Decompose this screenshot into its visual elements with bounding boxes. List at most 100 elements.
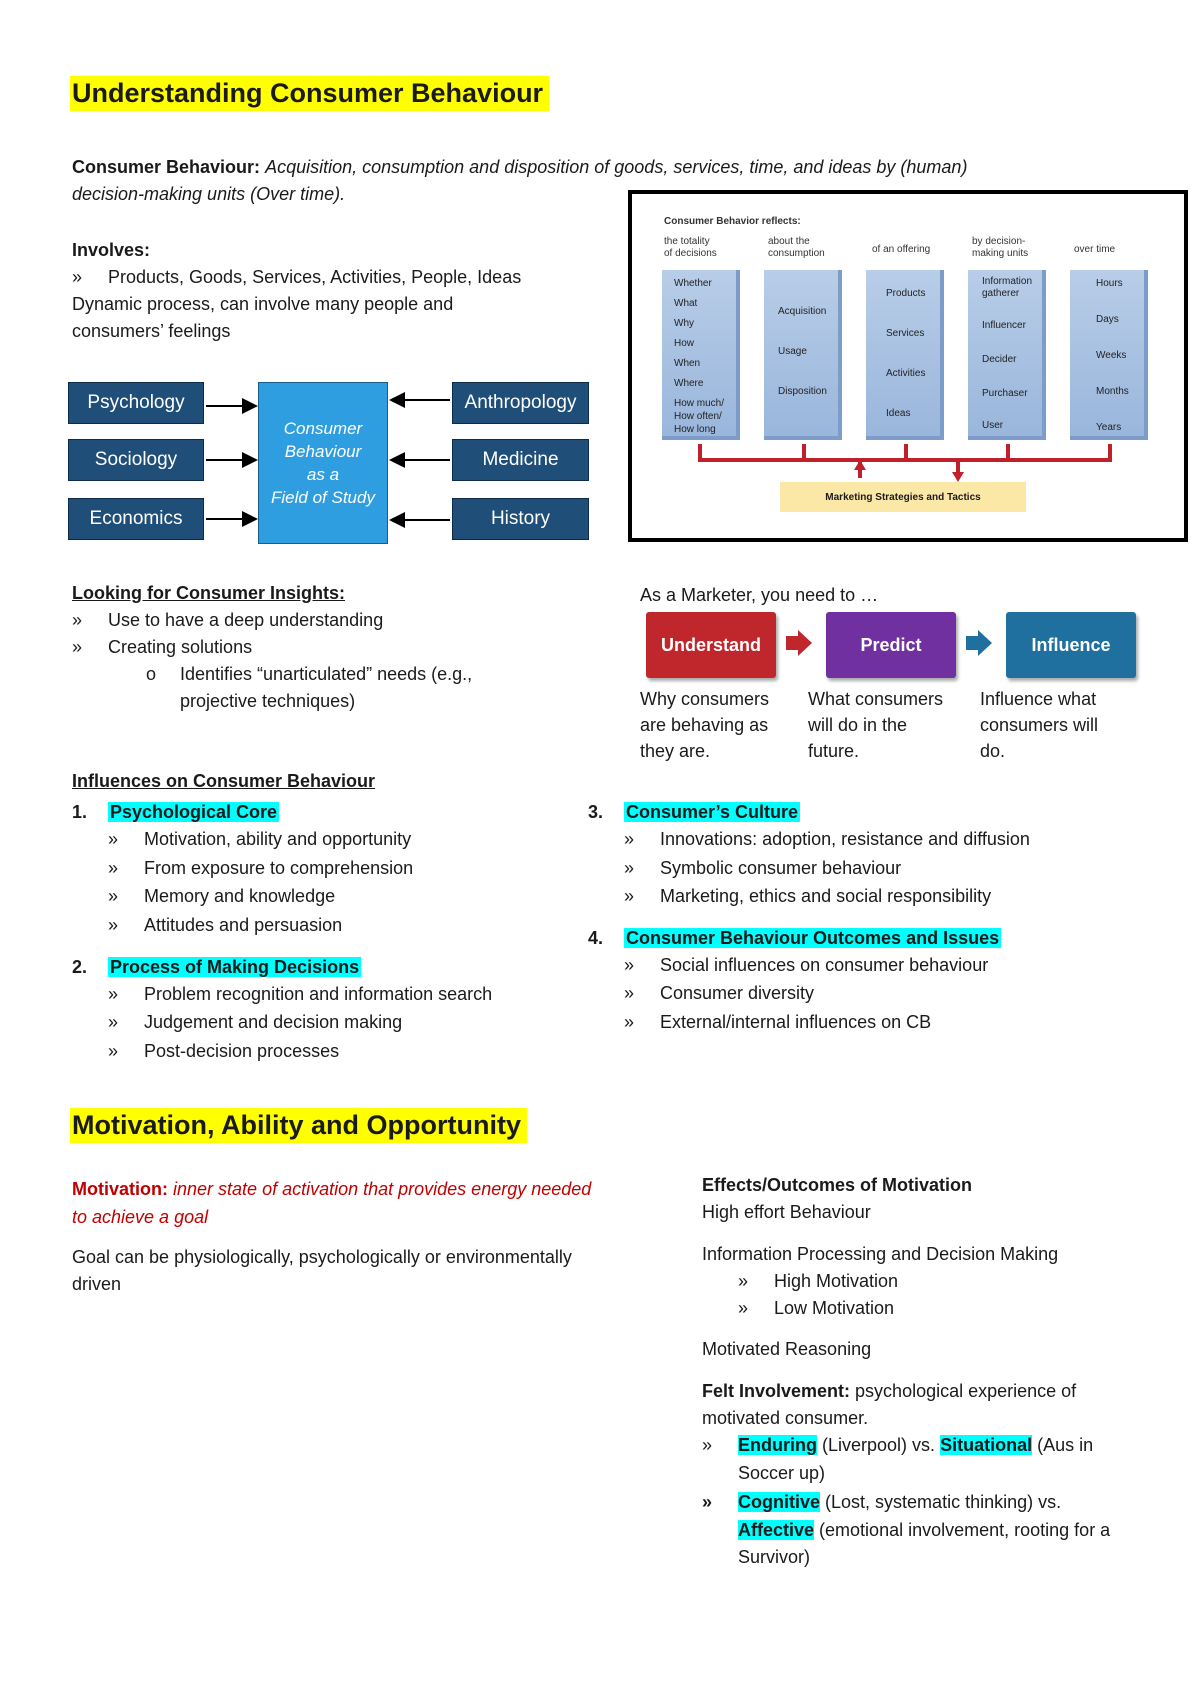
figure-title: Consumer Behavior reflects: — [664, 216, 801, 227]
influence-item: »Judgement and decision making — [108, 1009, 402, 1036]
influence-item: »Attitudes and persuasion — [108, 912, 342, 939]
discipline-box-history: History — [452, 498, 589, 540]
bullet-icon: » — [624, 983, 635, 1003]
bullet-icon: » — [624, 858, 635, 878]
felt-involvement-line-2: motivated consumer. — [702, 1408, 869, 1428]
influences-title: Influences on Consumer Behaviour — [72, 771, 376, 791]
dynamic-line-2: consumers’ feelings — [72, 321, 231, 341]
bullet-icon: » — [624, 886, 635, 906]
cb-reflects-figure: Consumer Behavior reflects: the totality… — [628, 190, 1188, 542]
bullet-icon: » — [108, 984, 119, 1004]
motivated-reasoning: Motivated Reasoning — [702, 1339, 872, 1359]
definition-text: Acquisition, consumption and disposition… — [265, 157, 968, 177]
bullet-icon: » — [72, 637, 83, 657]
arrow-down-icon — [952, 472, 964, 482]
insights-title: Looking for Consumer Insights: — [72, 583, 345, 603]
discipline-box-psychology: Psychology — [68, 382, 204, 424]
influence-item: »Memory and knowledge — [108, 883, 335, 910]
motivation-definition-line-1: Motivation: inner state of activation th… — [72, 1179, 592, 1199]
involves-label: Involves: — [72, 240, 151, 260]
influence-item: »External/internal influences on CB — [624, 1009, 931, 1036]
bullet-icon: » — [738, 1271, 749, 1291]
influence-item: »Problem recognition and information sea… — [108, 981, 492, 1008]
circle-bullet-icon: o — [146, 664, 157, 684]
figure-connector-lines — [698, 444, 1112, 482]
consumer-behaviour-center-box: Consumer Behaviour as a Field of Study — [258, 382, 388, 544]
influence-group-heading: 2.Process of Making Decisions — [72, 957, 362, 977]
arrow-right-icon — [966, 630, 992, 656]
influence-item: »Motivation, ability and opportunity — [108, 826, 411, 853]
step-understand-box: Understand — [646, 612, 776, 678]
info-processing: Information Processing and Decision Maki… — [702, 1244, 1059, 1264]
insights-item: »Use to have a deep understanding — [72, 607, 383, 634]
figure-column-offering: Products Services Activities Ideas — [866, 270, 944, 440]
felt-involvement-line-1: Felt Involvement: psychological experien… — [702, 1381, 1077, 1401]
bullet-icon: » — [108, 1012, 119, 1032]
bullet-icon: » — [108, 886, 119, 906]
involves-item: »Products, Goods, Services, Activities, … — [72, 264, 521, 291]
influence-item: »Innovations: adoption, resistance and d… — [624, 826, 1030, 853]
influence-group-heading: 4.Consumer Behaviour Outcomes and Issues — [588, 928, 1002, 948]
arrow-right-icon — [786, 630, 812, 656]
figure-column-consumption: Acquisition Usage Disposition — [764, 270, 842, 440]
bullet-icon: » — [72, 610, 83, 630]
step-predict-box: Predict — [826, 612, 956, 678]
influence-item: »Symbolic consumer behaviour — [624, 855, 901, 882]
figure-header-4: by decision-making units — [972, 236, 1029, 259]
bullet-icon: » — [108, 915, 119, 935]
involvement-item-enduring-cont: Soccer up) — [738, 1463, 826, 1483]
effects-title: Effects/Outcomes of Motivation — [702, 1175, 973, 1195]
info-item: »Low Motivation — [738, 1295, 894, 1322]
info-item: »High Motivation — [738, 1268, 898, 1295]
influence-group-heading: 3.Consumer’s Culture — [588, 802, 801, 822]
bullet-icon: » — [72, 267, 83, 287]
discipline-box-sociology: Sociology — [68, 439, 204, 481]
involvement-item-affective-cont: Survivor) — [738, 1547, 811, 1567]
goal-line-2: driven — [72, 1274, 122, 1294]
bullet-icon: » — [624, 829, 635, 849]
involvement-item-affective: Affective (emotional involvement, rootin… — [738, 1520, 1111, 1540]
insights-item: »Creating solutions — [72, 634, 252, 661]
bullet-icon: » — [624, 1012, 635, 1032]
influence-item: »Marketing, ethics and social responsibi… — [624, 883, 991, 910]
discipline-box-economics: Economics — [68, 498, 204, 540]
involvement-item-cognitive: »Cognitive (Lost, systematic thinking) v… — [702, 1489, 1061, 1516]
step-influence-box: Influence — [1006, 612, 1136, 678]
bullet-icon: » — [702, 1435, 713, 1455]
influence-item: »Social influences on consumer behaviour — [624, 952, 988, 979]
discipline-box-anthropology: Anthropology — [452, 382, 589, 424]
figure-header-3: of an offering — [872, 244, 931, 255]
dynamic-line-1: Dynamic process, can involve many people… — [72, 294, 454, 314]
diagram-arrows — [206, 392, 450, 528]
motivation-definition-line-2: to achieve a goal — [72, 1207, 209, 1227]
definition-term: Consumer Behaviour: — [72, 157, 261, 177]
figure-footer-strategies: Marketing Strategies and Tactics — [780, 482, 1026, 512]
bullet-icon: » — [738, 1298, 749, 1318]
figure-column-decisions: Whether What Why How When Where How much… — [662, 270, 740, 440]
section-title-consumer-behaviour: Understanding Consumer Behaviour — [70, 76, 550, 111]
influence-item: »Post-decision processes — [108, 1038, 339, 1065]
influence-item: »From exposure to comprehension — [108, 855, 413, 882]
influence-item: »Consumer diversity — [624, 980, 814, 1007]
bullet-icon: » — [108, 858, 119, 878]
involvement-item-enduring: »Enduring (Liverpool) vs. Situational (A… — [702, 1432, 1093, 1459]
bullet-icon: » — [624, 955, 635, 975]
section-title-mao: Motivation, Ability and Opportunity — [70, 1108, 527, 1143]
figure-column-time: Hours Days Weeks Months Years — [1070, 270, 1148, 440]
definition-line-1: Consumer Behaviour: Acquisition, consump… — [72, 154, 967, 181]
bullet-icon: » — [702, 1492, 713, 1512]
definition-line-2: decision-making units (Over time). — [72, 184, 346, 204]
insights-subitem-line2: projective techniques) — [180, 691, 356, 711]
bullet-icon: » — [108, 1041, 119, 1061]
arrow-up-icon — [854, 460, 866, 470]
influence-group-heading: 1.Psychological Core — [72, 802, 280, 822]
discipline-box-medicine: Medicine — [452, 439, 589, 481]
figure-header-5: over time — [1074, 244, 1116, 255]
goal-line-1: Goal can be physiologically, psychologic… — [72, 1247, 572, 1267]
